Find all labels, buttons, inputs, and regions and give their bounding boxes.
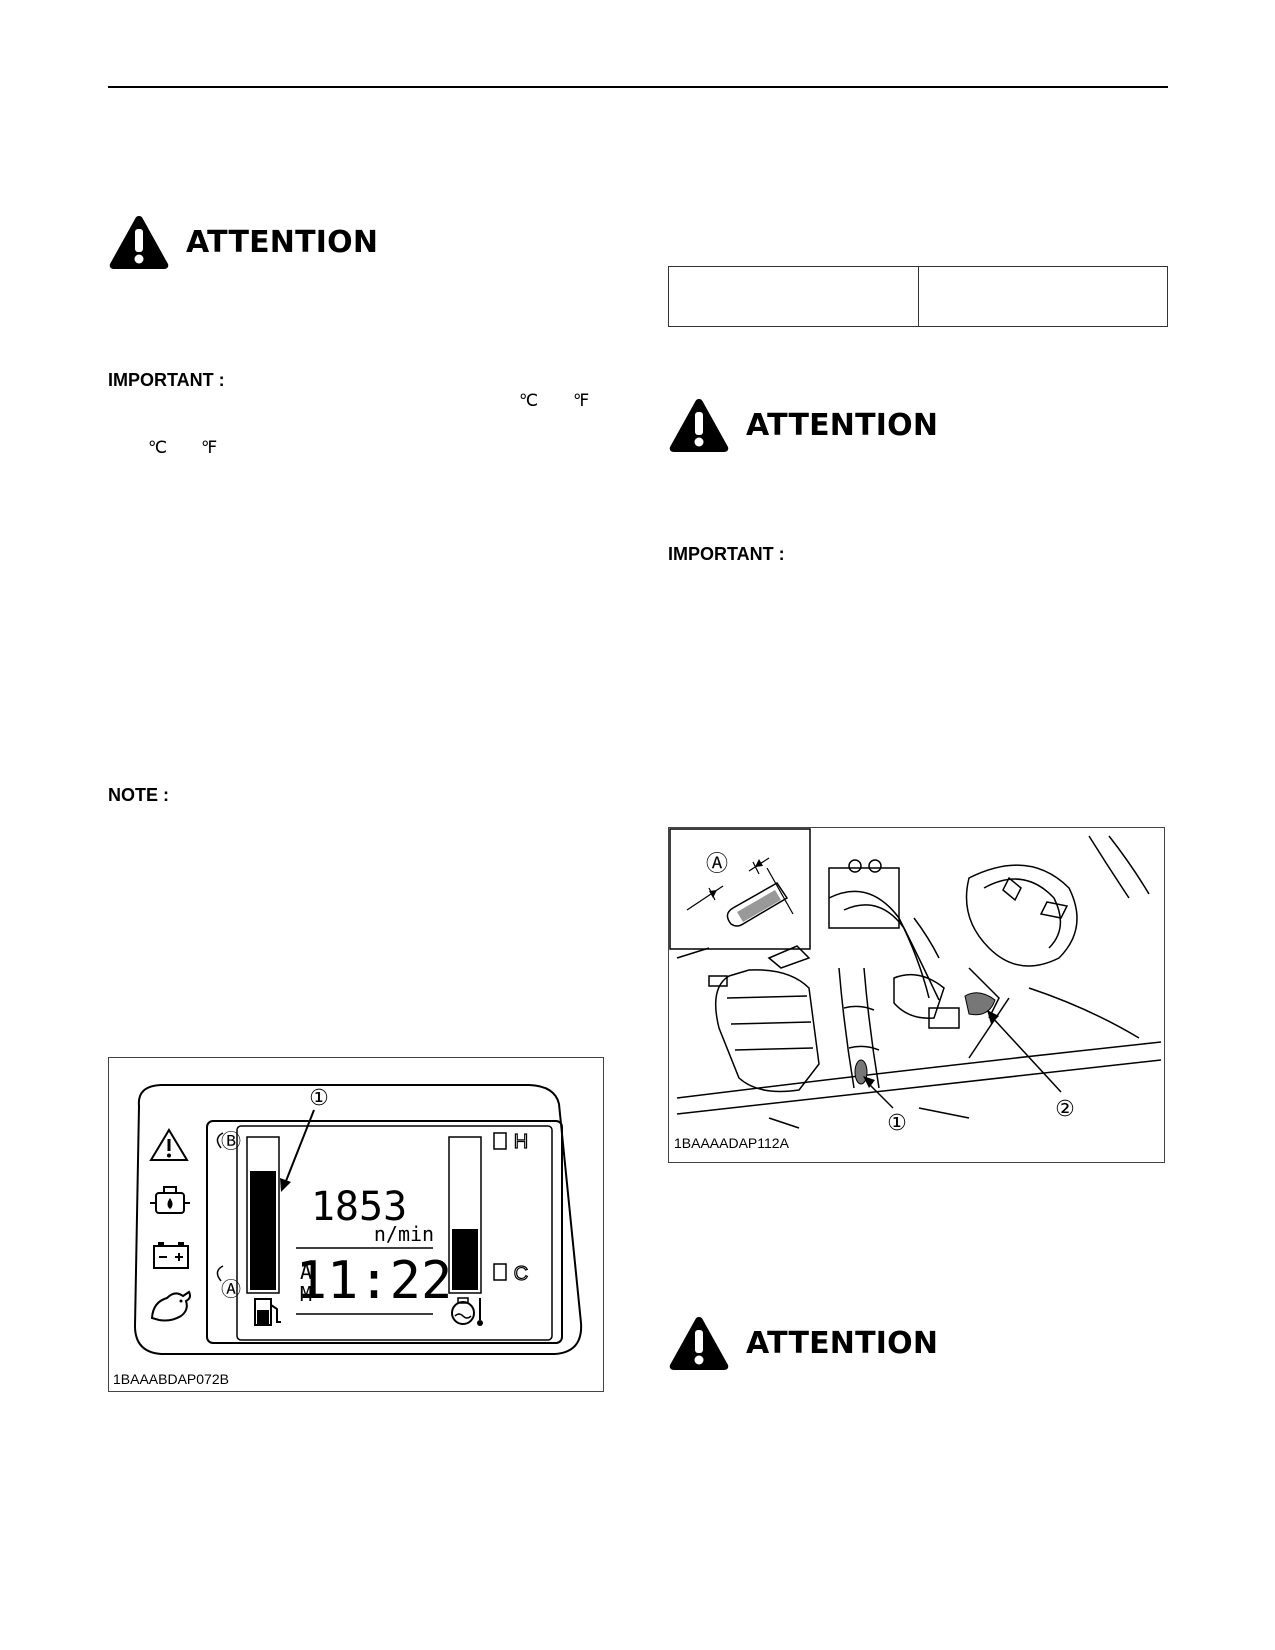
attention-label: ATTENTION bbox=[746, 407, 939, 443]
inset-marker-a: Ⓐ bbox=[706, 852, 728, 877]
temp-gauge-frame bbox=[448, 1136, 482, 1294]
coolant-temp-icon bbox=[451, 1297, 483, 1326]
oil-pressure-icon bbox=[150, 1186, 190, 1214]
engine-line-art bbox=[676, 835, 1162, 1129]
important-label-left: IMPORTANT : bbox=[108, 370, 225, 390]
attention-block-3: ATTENTION bbox=[668, 1315, 938, 1371]
note-label: NOTE : bbox=[108, 785, 169, 805]
figure-code: 1BAAABDAP072B bbox=[113, 1371, 229, 1387]
fuel-gauge-frame bbox=[246, 1136, 280, 1294]
warning-triangle-icon bbox=[669, 399, 729, 452]
figure-meter-panel: Ⓑ Ⓐ ① 1853 n/min A M 11:22 bbox=[108, 1057, 604, 1392]
warning-triangle-icon bbox=[109, 216, 169, 269]
fahrenheit-unit: ℉ bbox=[573, 391, 590, 410]
spec-table-cell bbox=[669, 267, 918, 326]
fahrenheit-unit: ℉ bbox=[201, 438, 218, 457]
meter-panel-illustration: Ⓑ Ⓐ ① 1853 n/min A M 11:22 bbox=[113, 1084, 583, 1387]
rpm-readout: 1853 bbox=[311, 1184, 407, 1230]
marker-b: Ⓑ bbox=[221, 1129, 241, 1153]
belt-tension-point-2 bbox=[964, 992, 996, 1016]
attention-block-2: ATTENTION bbox=[668, 397, 938, 453]
fuel-pump-icon bbox=[254, 1298, 281, 1326]
celsius-unit: ℃ bbox=[519, 391, 539, 410]
am-indicator-a: A bbox=[300, 1260, 312, 1284]
rabbit-speed-icon bbox=[150, 1290, 191, 1322]
figure-code: 1BAAAADAP112A bbox=[674, 1135, 790, 1151]
callout-1: ① bbox=[309, 1086, 329, 1111]
battery-charge-icon bbox=[153, 1242, 189, 1269]
belt-deflection-detail bbox=[686, 857, 794, 927]
warning-triangle-icon bbox=[669, 1317, 729, 1370]
fuel-gauge-level bbox=[250, 1171, 276, 1290]
engine-illustration: Ⓐ bbox=[669, 828, 1162, 1153]
rpm-unit: n/min bbox=[374, 1222, 434, 1246]
temp-gauge-level bbox=[452, 1229, 478, 1290]
clock-readout: 11:22 bbox=[296, 1251, 453, 1311]
am-indicator-m: M bbox=[300, 1282, 312, 1306]
attention-block-1: ATTENTION bbox=[108, 214, 378, 270]
warning-lamp-icon bbox=[149, 1128, 189, 1161]
attention-label: ATTENTION bbox=[746, 1325, 939, 1361]
callout-1: ① bbox=[887, 1111, 907, 1136]
cold-label: C bbox=[514, 1263, 528, 1285]
figure-engine-belt: Ⓐ bbox=[668, 827, 1165, 1163]
hot-label: H bbox=[514, 1131, 528, 1153]
marker-a: Ⓐ bbox=[221, 1277, 241, 1301]
attention-label: ATTENTION bbox=[186, 224, 379, 260]
spec-table bbox=[668, 266, 1168, 327]
top-rule bbox=[108, 86, 1168, 88]
important-label-right: IMPORTANT : bbox=[668, 544, 785, 564]
celsius-unit: ℃ bbox=[148, 438, 168, 457]
callout-2: ② bbox=[1055, 1097, 1075, 1122]
spec-table-cell bbox=[917, 267, 1168, 326]
